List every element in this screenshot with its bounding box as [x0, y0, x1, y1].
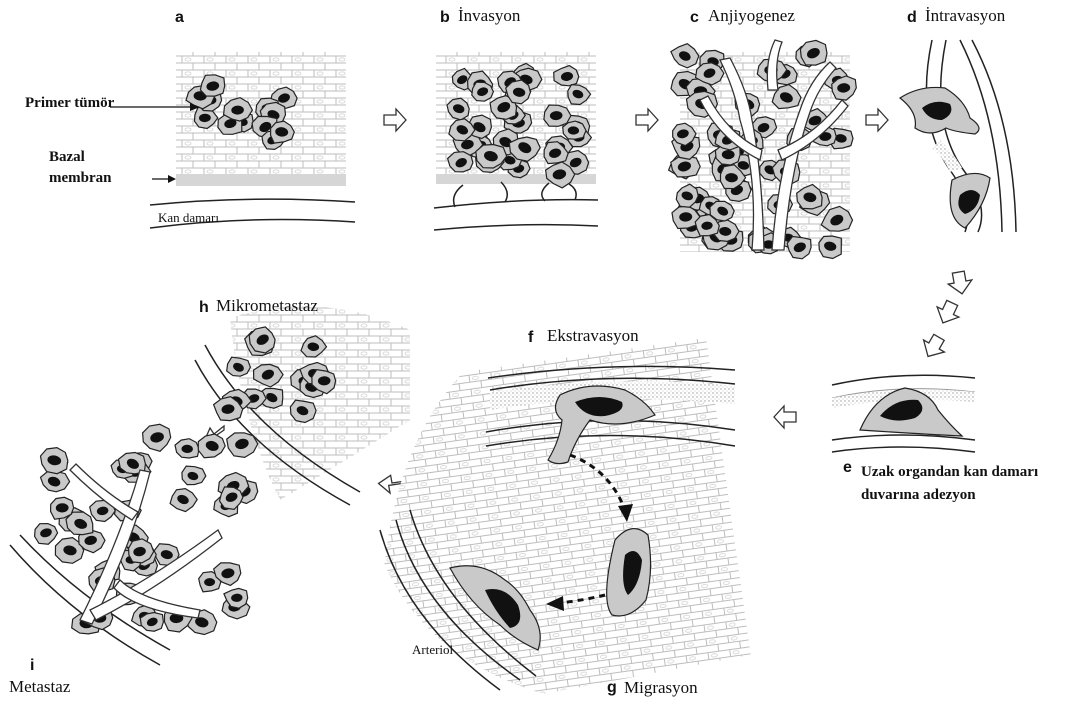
arrow-d-down-2 — [932, 298, 963, 328]
panel-a-letter: a — [175, 10, 184, 26]
primary-tumor-label: Primer tümör — [25, 96, 114, 111]
invasion-cluster — [447, 63, 591, 187]
panel-e-letter: e — [843, 460, 852, 476]
panel-h-title: Mikrometastaz — [216, 297, 318, 314]
panel-b-letter: b — [440, 10, 450, 26]
arrow-c-to-d — [866, 109, 888, 131]
arrow-d-down-3 — [918, 331, 950, 362]
panel-i-illustration — [10, 424, 258, 665]
blood-vessel-label: Kan damarı — [158, 211, 219, 224]
arrow-b-to-c — [636, 109, 658, 131]
arrow-a-to-b — [384, 109, 406, 131]
panel-e-illustration — [832, 375, 975, 452]
panel-h-letter: h — [199, 300, 209, 316]
panel-g-title: Migrasyon — [624, 679, 698, 696]
arrow-e-to-f — [774, 406, 796, 428]
panel-i-title: Metastaz — [9, 678, 70, 695]
panel-c-letter: c — [690, 10, 699, 26]
panel-e-title-line2: duvarına adezyon — [861, 488, 976, 503]
basal-membrane-label-line2: membran — [49, 171, 112, 186]
panel-b-title: İnvasyon — [458, 7, 520, 24]
arteriole-label: Arteriol — [412, 643, 453, 656]
basal-membrane-label-line1: Bazal — [49, 150, 85, 165]
panel-d-illustration — [900, 40, 1016, 232]
basal-membrane — [176, 174, 346, 186]
panel-f-letter: f — [528, 330, 533, 346]
panel-b-illustration — [434, 52, 598, 230]
panel-c-title: Anjiyogenez — [708, 7, 795, 24]
panel-d-letter: d — [907, 10, 917, 26]
arrow-d-down-1 — [946, 270, 973, 296]
panel-a-illustration — [110, 52, 355, 228]
panel-f-title: Ekstravasyon — [547, 327, 639, 344]
panel-c-illustration — [669, 40, 857, 259]
panel-g-letter: g — [607, 680, 617, 696]
panel-e-title-line1: Uzak organdan kan damarı — [861, 465, 1038, 480]
panel-i-letter: i — [30, 658, 34, 674]
panel-d-title: İntravasyon — [925, 7, 1005, 24]
